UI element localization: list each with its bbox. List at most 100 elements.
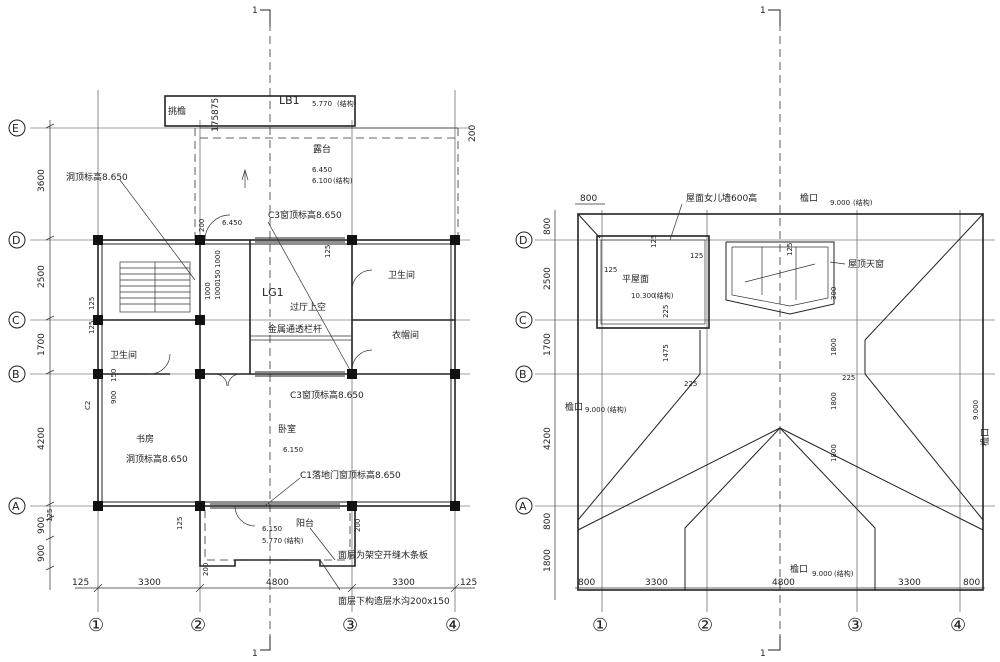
axis-A-r: A	[519, 500, 527, 513]
left-floor-plan: 1 1 E D C B A ① ② ③ ④	[8, 6, 478, 659]
column-axis-bubbles: ① ② ③ ④	[88, 615, 461, 636]
label-d1000b: 1000	[214, 282, 222, 300]
label-yankou-left: 檐口	[565, 401, 583, 413]
label-lutai: 露台	[313, 143, 331, 155]
dim-3300-right: 3300	[392, 578, 415, 588]
label-jg-3: (结构)	[284, 536, 304, 545]
label-shufang: 书房	[136, 433, 154, 445]
label-yankou-top: 檐口	[800, 192, 818, 204]
room-labels: 挑檐 LB1 5.770 (结构) 露台 6.450 6.100 (结构) 洞顶…	[46, 94, 450, 607]
terrace	[164, 95, 459, 240]
label-d125a: 125	[88, 297, 96, 310]
label-jg-2: (结构)	[333, 176, 353, 185]
axis-C-r: C	[519, 314, 527, 327]
label-yankou-bottom: 檐口	[790, 563, 808, 575]
label-d1000: 1000	[214, 250, 222, 268]
label-d1800a-r: 1800	[830, 338, 838, 356]
label-elev-yt-a: 6.150	[262, 525, 282, 533]
label-c3-bottom: C3窗顶标高8.650	[290, 389, 364, 401]
balcony	[199, 506, 356, 567]
row-axis-bubbles: E D C B A	[8, 119, 26, 515]
axis-C: C	[12, 314, 20, 327]
label-d125d: 125	[176, 517, 184, 530]
flat-roof	[596, 235, 710, 329]
label-d1800b-r: 1800	[830, 392, 838, 410]
label-jg-r1: (结构)	[853, 198, 873, 207]
label-d150: 150	[214, 270, 222, 283]
axis-2-r: ②	[697, 615, 713, 636]
label-jg-1: (结构)	[337, 99, 357, 108]
dim-b800b-r: 800	[963, 578, 980, 588]
label-d1800c-r: 1800	[830, 444, 838, 462]
label-jg-r4: (结构)	[834, 569, 854, 578]
label-jinshu: 金属通透栏杆	[268, 323, 322, 335]
label-elev-top: 9.000	[830, 199, 850, 207]
section-line-right: 1 1	[760, 6, 781, 659]
label-d200c: 200	[198, 219, 206, 232]
label-d125b: 125	[88, 321, 96, 334]
axis-4: ④	[445, 615, 461, 636]
label-weishengjian2: 卫生间	[110, 349, 137, 361]
axis-B: B	[12, 368, 20, 381]
windows	[210, 237, 345, 509]
label-pingwu: 平屋面	[622, 274, 649, 285]
label-d125a-r: 125	[650, 235, 658, 248]
label-d900: 900	[110, 391, 118, 404]
dim-4800: 4800	[266, 578, 289, 588]
section-mark-bottom-r: 1	[760, 649, 766, 659]
axis-3: ③	[342, 615, 358, 636]
grid-lines-r	[535, 210, 995, 612]
top-dimension-r: 800	[575, 194, 605, 205]
label-d125d-r: 125	[786, 243, 794, 256]
dim-2500-r: 2500	[543, 267, 553, 290]
dim-2500: 2500	[37, 265, 47, 288]
column-axis-bubbles-r: ① ② ③ ④	[592, 615, 966, 636]
label-yankou-right: 檐口	[979, 428, 991, 446]
label-elev-woshi: 6.150	[283, 446, 303, 454]
axis-D: D	[12, 234, 20, 247]
label-d225c-r: 225	[842, 374, 855, 382]
section-mark-top-r: 1	[760, 6, 766, 16]
label-lb1: LB1	[279, 94, 300, 107]
dim-900a: 900	[37, 517, 47, 534]
label-d200a: 200	[202, 563, 210, 576]
label-nver: 屋面女儿墙600高	[686, 192, 757, 204]
label-c2: C2	[84, 401, 92, 410]
dim-4200: 4200	[37, 427, 47, 450]
bottom-dimension-chain: 125 3300 4800 3300 125	[72, 578, 477, 593]
left-dimension-chain-r: 800 2500 1700 4200 800 1800	[543, 210, 556, 600]
label-c3-top: C3窗顶标高8.650	[268, 209, 342, 221]
dim-b4800-r: 4800	[772, 578, 795, 588]
label-d150c: 150	[110, 369, 118, 382]
label-d125e: 125	[46, 509, 54, 522]
structural-columns	[93, 235, 460, 511]
axis-D-r: D	[519, 234, 527, 247]
label-d1475-r: 1475	[662, 344, 670, 362]
label-mianceng: 面层为架空开缝木条板	[338, 549, 428, 561]
label-jg-r3: (结构)	[607, 405, 627, 414]
label-d1000c: 1000	[204, 282, 212, 300]
dim-b3300a-r: 3300	[645, 578, 668, 588]
bottom-dimension-chain-r: 800 3300 4800 3300 800	[575, 578, 985, 589]
axis-4-r: ④	[950, 615, 966, 636]
dim-175: 175	[211, 115, 221, 132]
label-lg1: LG1	[262, 286, 284, 299]
dim-3600: 3600	[37, 169, 47, 192]
label-elev-lutai-b: 6.100	[312, 177, 332, 185]
dim-top800-r: 800	[580, 194, 597, 204]
axis-B-r: B	[519, 368, 527, 381]
axis-1: ①	[88, 615, 104, 636]
dim-1700-r: 1700	[543, 333, 553, 356]
label-tiaoyan: 挑檐	[168, 105, 186, 117]
label-elev-645: 6.450	[222, 219, 242, 227]
label-elev-left: 9.000	[585, 406, 605, 414]
dim-125-right: 125	[460, 578, 477, 588]
label-d125c-r: 125	[690, 252, 703, 260]
door-swings	[149, 214, 373, 527]
label-yimaojian: 衣帽间	[392, 329, 419, 341]
leader-lines	[119, 179, 351, 591]
label-d125b-r: 125	[604, 266, 617, 274]
axis-E: E	[12, 122, 19, 135]
label-elev-yt-b: 5.770	[262, 537, 282, 545]
